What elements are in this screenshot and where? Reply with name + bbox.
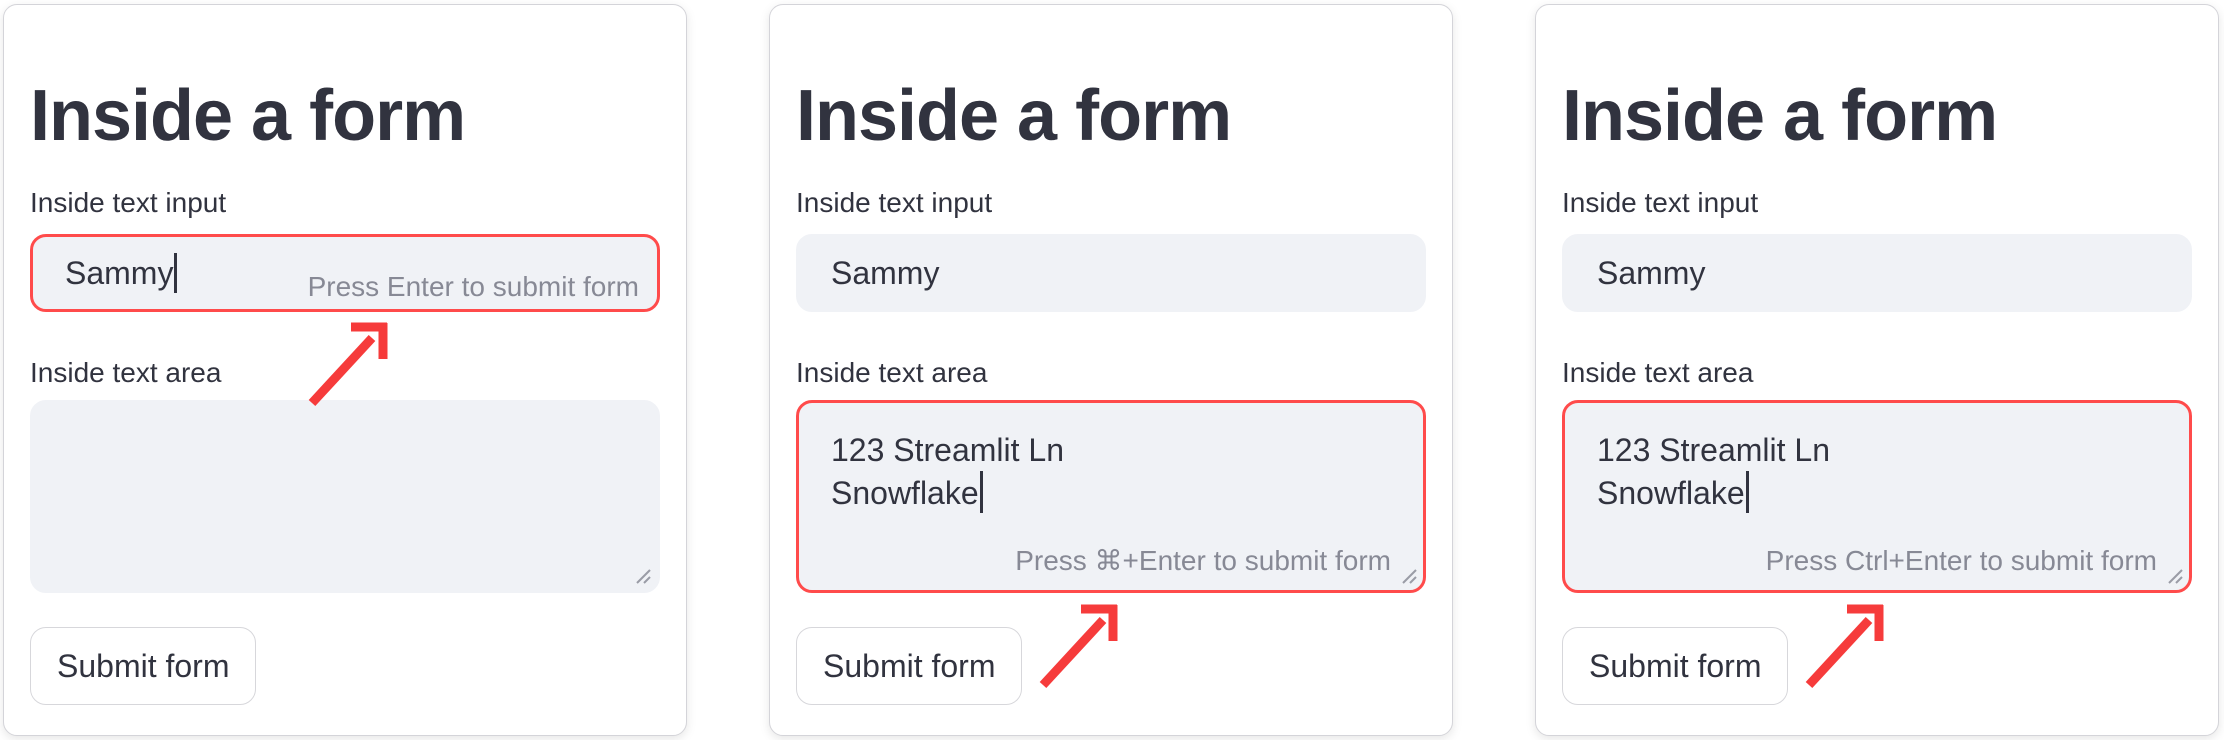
text-area-line: 123 Streamlit Ln: [1597, 432, 1831, 469]
form-card-ctrl-enter: Inside a form Inside text input Sammy In…: [1535, 4, 2219, 736]
resize-handle-icon[interactable]: [629, 562, 651, 584]
submit-form-button[interactable]: Submit form: [30, 627, 257, 706]
submit-hint: Press Ctrl+Enter to submit form: [1765, 545, 2157, 577]
resize-handle-icon[interactable]: [1395, 562, 1417, 584]
text-input-label: Inside text input: [796, 187, 993, 219]
text-cursor: [979, 471, 983, 514]
text-input[interactable]: Sammy Press Enter to submit form: [30, 234, 660, 313]
text-area[interactable]: 123 Streamlit Ln Snowflake Press ⌘+Enter…: [796, 400, 1426, 594]
text-area-label: Inside text area: [30, 357, 222, 389]
page-title: Inside a form: [1562, 76, 1998, 156]
text-input[interactable]: Sammy: [796, 234, 1426, 313]
text-area-label: Inside text area: [796, 357, 988, 389]
text-area-line: Snowflake: [831, 471, 1391, 514]
page-title: Inside a form: [796, 76, 1232, 156]
text-input-label: Inside text input: [30, 187, 227, 219]
text-input-value: Sammy: [65, 254, 174, 291]
form-card-cmd-enter: Inside a form Inside text input Sammy In…: [769, 4, 1453, 736]
submit-hint: Press ⌘+Enter to submit form: [1015, 545, 1391, 577]
text-input-value: Sammy: [831, 254, 940, 291]
text-cursor: [1745, 471, 1749, 514]
form-card-enter: Inside a form Inside text input Sammy Pr…: [3, 4, 687, 736]
text-area-line: 123 Streamlit Ln: [831, 432, 1065, 469]
submit-hint: Press Enter to submit form: [307, 271, 639, 303]
text-input[interactable]: Sammy: [1562, 234, 2192, 313]
text-area-line: Snowflake: [1597, 471, 2157, 514]
text-area-label: Inside text area: [1562, 357, 1754, 389]
page-title: Inside a form: [30, 76, 466, 156]
submit-form-button[interactable]: Submit form: [796, 627, 1023, 706]
text-input-value: Sammy: [1597, 254, 1706, 291]
text-area[interactable]: 123 Streamlit Ln Snowflake Press Ctrl+En…: [1562, 400, 2192, 594]
submit-form-button[interactable]: Submit form: [1562, 627, 1789, 706]
text-area[interactable]: [30, 400, 660, 594]
resize-handle-icon[interactable]: [2161, 562, 2183, 584]
text-cursor: [174, 253, 178, 294]
text-input-label: Inside text input: [1562, 187, 1759, 219]
